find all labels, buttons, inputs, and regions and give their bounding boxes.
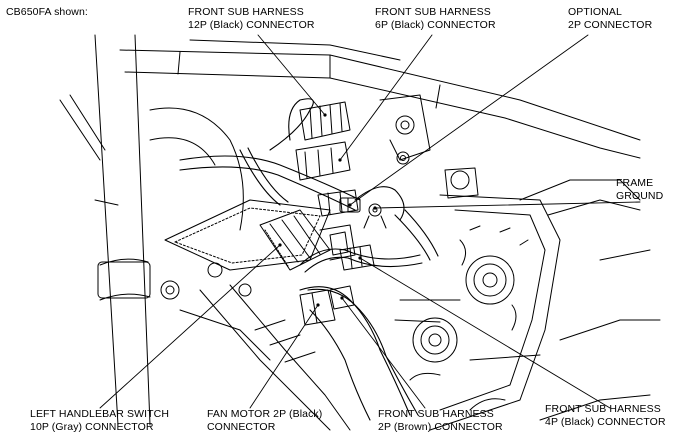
leader-fan-motor [249, 304, 319, 409]
leader-fsh-4p [359, 257, 611, 409]
fork-tube [59, 34, 151, 426]
callout-line: FRONT SUB HARNESS [188, 6, 304, 18]
leader-frame-ground [374, 201, 641, 209]
leader-left-handlebar [99, 244, 281, 409]
callout-line: LEFT HANDLEBAR SWITCH [30, 408, 170, 420]
callout-line: 12P (Black) CONNECTOR [188, 19, 315, 31]
lower-frame [179, 249, 661, 421]
wiring-harness [179, 98, 439, 421]
frame-ground-terminal [363, 203, 387, 229]
callout-line: FRONT SUB HARNESS [375, 6, 491, 18]
leader-fsh-2p [341, 297, 426, 409]
leader-fsh-6p [339, 34, 433, 161]
callout-fsh-4p-black: FRONT SUB HARNESS 4P (Black) CONNECTOR [545, 403, 666, 429]
callout-line: FRAME [616, 177, 654, 189]
engine-block [394, 167, 641, 431]
callout-line: FAN MOTOR 2P (Black) [207, 408, 323, 420]
upper-frame-tube [119, 39, 641, 159]
callout-line: CONNECTOR [207, 421, 276, 433]
connector-4p-black [339, 244, 375, 271]
callout-line: FRONT SUB HARNESS [378, 408, 494, 420]
callout-line: 2P CONNECTOR [568, 19, 653, 31]
callout-fsh-12p: FRONT SUB HARNESS 12P (Black) CONNECTOR [188, 6, 315, 32]
leader-lines [99, 34, 641, 409]
callout-line: GROUND [616, 190, 664, 202]
connector-6p-black [317, 189, 359, 217]
callout-line: 2P (Brown) CONNECTOR [378, 421, 503, 433]
leader-fsh-12p [257, 34, 326, 116]
callout-line: 4P (Black) CONNECTOR [545, 416, 666, 428]
callout-fan-motor-2p: FAN MOTOR 2P (Black) CONNECTOR [207, 408, 322, 434]
steering-stem-area [149, 107, 252, 300]
callout-fsh-2p-brown: FRONT SUB HARNESS 2P (Brown) CONNECTOR [378, 408, 503, 434]
callout-fsh-6p: FRONT SUB HARNESS 6P (Black) CONNECTOR [375, 6, 496, 32]
callout-optional-2p: OPTIONAL 2P CONNECTOR [568, 6, 652, 32]
bracket-bolt [379, 94, 431, 165]
frame-bracket [164, 199, 351, 431]
callout-line: 6P (Black) CONNECTOR [375, 19, 496, 31]
connector-12p-black [295, 101, 351, 181]
caption-text: CB650FA shown: [6, 6, 88, 18]
model-caption: CB650FA shown: [6, 6, 88, 19]
leader-arrowheads [278, 113, 377, 307]
callout-line: 10P (Gray) CONNECTOR [30, 421, 154, 433]
callout-line: FRONT SUB HARNESS [545, 403, 661, 415]
connector-2p-brown [329, 285, 355, 310]
callout-left-handlebar-10p: LEFT HANDLEBAR SWITCH 10P (Gray) CONNECT… [30, 408, 169, 434]
connector-10p-gray [259, 209, 356, 271]
connector-fan-motor-2p [299, 289, 336, 326]
connector-optional-2p [339, 197, 361, 213]
callout-frame-ground: FRAME GROUND [616, 177, 663, 203]
leader-optional-2p [349, 34, 589, 206]
callout-line: OPTIONAL [568, 6, 622, 18]
